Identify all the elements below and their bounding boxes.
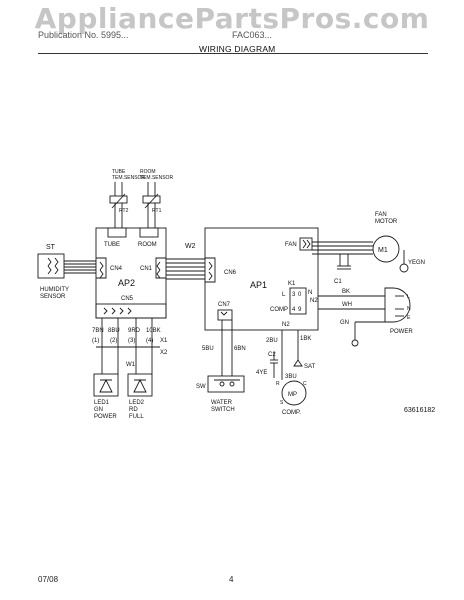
ap1-fan-label: FAN [285,242,297,248]
comp-label: COMP. [282,410,301,416]
pin-num-1: (1) [92,338,99,344]
ap2-tube-label: TUBE [104,242,120,248]
header-rule [38,53,428,54]
model-number: FAC063... [232,30,273,40]
ap1-l-label: L [282,292,286,298]
power-plug: BK WH GN L N E POWER [318,287,413,347]
ap2-name: AP2 [118,278,135,288]
comp-1bk-label: 1BK [300,336,311,342]
pin-num-4: (4) [146,338,153,344]
page-title: WIRING DIAGRAM [199,44,276,54]
comp-2bu-label: 2BU [266,338,278,344]
comp-s-label: S [280,400,284,406]
ap1-n2b-label: N2 [310,298,318,304]
ap1-n2-label: N2 [282,322,290,328]
ap2-cn5-label: CN5 [121,296,134,302]
ap2-cn1-label: CN1 [140,266,153,272]
ap1-name: AP1 [250,280,267,290]
ap1-t2: 0 [298,292,302,298]
publication-number: Publication No. 5995... [38,30,129,40]
pin-num-3: (3) [128,338,135,344]
comp-mp-label: MP [288,392,297,398]
comp-4ye-label: 4YE [256,370,267,376]
w2-label: W2 [185,243,196,250]
x2-label: X2 [160,350,168,356]
pin-10bk: 10BK [146,328,161,334]
w1-label: W1 [126,362,136,368]
pin-7bn: 7BN [92,328,104,334]
power-gn-label: GN [340,320,349,326]
fan-yegn-label: YEGN [408,260,425,266]
comp-3bu-label: 3BU [285,374,297,380]
ap1-t3: 4 [292,307,296,313]
water-sw-label: SW [196,384,206,390]
tube-sensor-ref: RT2 [119,208,129,214]
ap2-board: TUBE ROOM AP2 CN4 CN1 CN5 [95,227,167,319]
ap1-cn6-label: CN6 [224,270,237,276]
fan-cap-label: C1 [334,279,342,285]
ap1-t4: 9 [298,307,302,313]
power-label: POWER [390,329,413,335]
water-5bu-label: 5BU [202,346,214,352]
w2-harness: W2 [166,243,205,280]
power-bk-label: BK [342,289,350,295]
diagram-part-number: 63616182 [404,407,435,414]
comp-r-label: R [276,381,280,387]
pin-9rd: 9RD [128,328,141,334]
footer-date: 07/08 [38,575,59,584]
pin-num-2: (2) [110,338,117,344]
comp-sat-label: SAT [304,364,316,370]
ap1-n-label: N [308,290,312,296]
ap2-led-wiring: 7BN 8BU 9RD 10BK (1) (2) (3) (4) X1 X2 W… [92,318,168,374]
power-wh-label: WH [342,302,352,308]
ap1-board: AP1 FAN CN6 CN7 K1 L 3 0 COMP 4 9 N2 N2 … [204,227,319,331]
ap1-cn7-label: CN7 [218,302,231,308]
fan-motor-ref: M1 [378,247,388,254]
room-sensor-ref: RT1 [152,208,162,214]
ap1-comp-label: COMP [270,307,288,313]
ap2-cn4-label: CN4 [110,266,123,272]
ap1-k1-label: K1 [288,281,296,287]
plug-pin-e: E [407,315,411,321]
comp-c2-label: C2 [268,352,276,358]
watermark: AppliancePartsPros.com [34,2,430,35]
comp-c-label: C [303,381,307,387]
water-6bn-label: 6BN [234,346,246,352]
pin-8bu: 8BU [108,328,120,334]
plug-pin-n: N [407,306,411,312]
ap2-room-label: ROOM [138,242,157,248]
x1-label: X1 [160,338,168,344]
plug-pin-l: L [407,294,410,300]
compressor-circuit: 2BU 1BK C2 SAT 4YE 3BU MP R C S COMP. [256,330,316,416]
footer-page: 4 [229,575,234,584]
st-label: ST [46,244,56,251]
ap1-t1: 3 [292,292,296,298]
